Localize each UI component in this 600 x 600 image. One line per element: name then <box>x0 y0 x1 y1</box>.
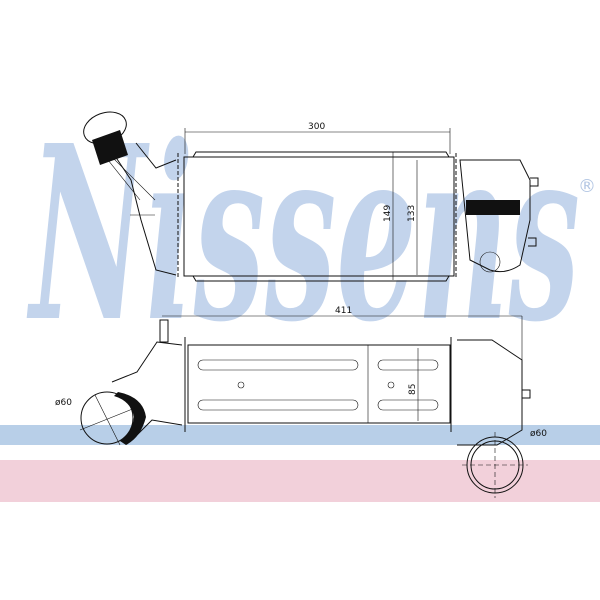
bottom-view: 411 85 ø60 ø60 <box>55 306 547 498</box>
top-view: 300 149 133 <box>83 111 539 282</box>
bottom-flanges <box>184 337 452 432</box>
bottom-inlet-cap <box>80 391 134 445</box>
dim-label-300: 300 <box>308 122 325 132</box>
watermark-blue-band <box>0 425 600 445</box>
top-right-nipples <box>528 177 539 247</box>
watermark-registered-mark: ® <box>578 176 596 197</box>
dim-label-outlet-diameter: ø60 <box>530 429 547 439</box>
top-core <box>183 156 455 277</box>
top-flanges <box>177 153 457 279</box>
dim-label-133: 133 <box>407 205 417 222</box>
top-right-tank <box>459 159 531 273</box>
slot <box>377 399 439 411</box>
bottom-left-nipple <box>159 319 169 343</box>
slot <box>197 359 359 371</box>
slot <box>197 399 359 411</box>
bottom-inlet-crosshair <box>79 394 136 446</box>
top-left-pipe <box>110 142 177 276</box>
top-core-edges <box>192 151 450 282</box>
bottom-core <box>187 344 451 424</box>
dim-line-300 <box>184 128 451 154</box>
bottom-inlet-clamp <box>114 392 146 445</box>
dim-label-inlet-diameter: ø60 <box>55 398 72 408</box>
dim-label-411: 411 <box>335 306 352 316</box>
watermark-pink-band <box>0 460 600 502</box>
dim-label-149: 149 <box>383 205 393 222</box>
nissens-watermark: Nissens ® <box>0 93 600 502</box>
bottom-outlet-crosshair <box>462 432 528 498</box>
slot <box>377 359 439 371</box>
dim-line-411 <box>162 315 523 396</box>
bottom-right-nipple <box>522 389 531 399</box>
top-right-port <box>479 251 501 273</box>
dim-label-85: 85 <box>408 384 418 395</box>
top-right-clamp <box>466 200 520 215</box>
mount-hole <box>237 381 245 389</box>
dim-lines-149-133 <box>392 152 418 280</box>
top-inlet-clamp <box>92 130 128 165</box>
mount-hole <box>387 381 395 389</box>
